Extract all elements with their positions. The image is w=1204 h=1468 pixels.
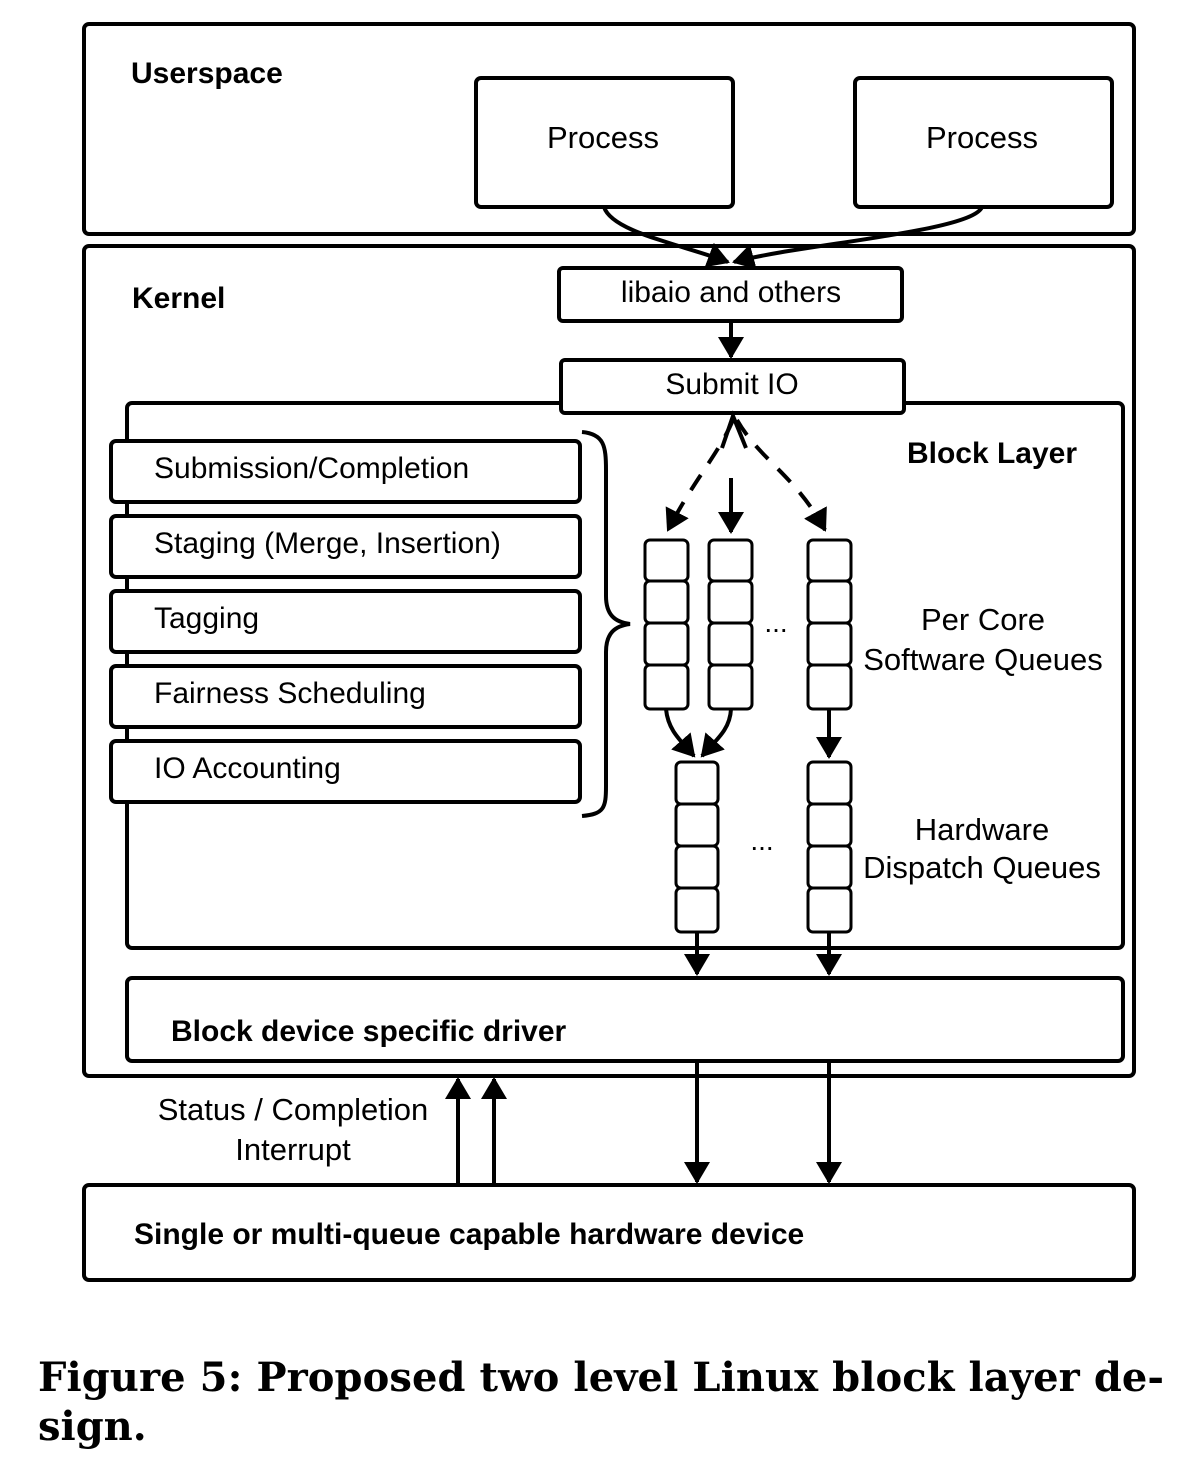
kernel-box bbox=[82, 244, 1136, 1078]
kernel-label: Kernel bbox=[132, 282, 225, 315]
hardware-queues bbox=[674, 760, 853, 934]
hardware-queue-1 bbox=[674, 760, 720, 934]
function-label-accounting: IO Accounting bbox=[154, 752, 341, 785]
function-label-staging: Staging (Merge, Insertion) bbox=[154, 527, 501, 560]
dashed-arrow-sq3 bbox=[735, 419, 827, 532]
dashed-arrow-sq1 bbox=[665, 419, 735, 532]
userspace-label: Userspace bbox=[131, 57, 283, 90]
curly-brace bbox=[581, 430, 631, 818]
software-queues-label-line1: Per Core bbox=[921, 602, 1045, 637]
function-label-submission: Submission/Completion bbox=[154, 452, 469, 485]
process-box-right bbox=[853, 76, 1114, 209]
process-right-label: Process bbox=[926, 120, 1038, 155]
function-box-tagging bbox=[109, 589, 582, 654]
function-box-fairness bbox=[109, 664, 582, 729]
userspace-box bbox=[82, 22, 1136, 236]
software-queue-1 bbox=[643, 538, 690, 711]
driver-box bbox=[125, 976, 1125, 1063]
function-box-staging bbox=[109, 514, 582, 579]
hardware-queues-label-line2: Dispatch Queues bbox=[863, 850, 1101, 885]
block-layer-label: Block Layer bbox=[907, 437, 1077, 470]
function-box-accounting bbox=[109, 739, 582, 804]
interrupt-label-line1: Status / Completion bbox=[158, 1092, 429, 1127]
hardware-queues-label-line1: Hardware bbox=[915, 812, 1049, 847]
software-queue-ellipsis: ... bbox=[764, 607, 787, 638]
function-label-tagging: Tagging bbox=[154, 602, 259, 635]
submit-io-label: Submit IO bbox=[665, 368, 798, 401]
block-layer-functions: Submission/Completion Staging (Merge, In… bbox=[109, 439, 582, 804]
hardware-device-box bbox=[82, 1183, 1136, 1282]
hardware-device-label: Single or multi-queue capable hardware d… bbox=[134, 1218, 804, 1251]
arrow-sq2-to-hq1 bbox=[700, 708, 733, 758]
driver-label: Block device specific driver bbox=[171, 1015, 567, 1048]
figure-caption-line1: Figure 5: Proposed two level Linux block… bbox=[38, 1354, 1164, 1401]
figure-caption-line2: sign. bbox=[38, 1403, 147, 1450]
libaio-label: libaio and others bbox=[621, 276, 841, 309]
hardware-queue-2 bbox=[806, 760, 853, 934]
software-queues bbox=[643, 538, 853, 711]
arrow-process-left-to-libaio bbox=[602, 206, 730, 268]
function-label-fairness: Fairness Scheduling bbox=[154, 677, 426, 710]
arrow-sq1-to-hq1 bbox=[664, 708, 696, 758]
software-queue-2 bbox=[707, 538, 754, 711]
function-box-submission bbox=[109, 439, 582, 504]
software-queue-3 bbox=[806, 538, 853, 711]
hardware-queue-ellipsis: ... bbox=[750, 825, 773, 856]
process-left-label: Process bbox=[547, 120, 659, 155]
interrupt-label-line2: Interrupt bbox=[235, 1132, 351, 1167]
arrow-process-right-to-libaio bbox=[732, 205, 984, 270]
arrowhead-tip-submit bbox=[720, 410, 748, 449]
software-queues-label-line2: Software Queues bbox=[863, 642, 1103, 677]
